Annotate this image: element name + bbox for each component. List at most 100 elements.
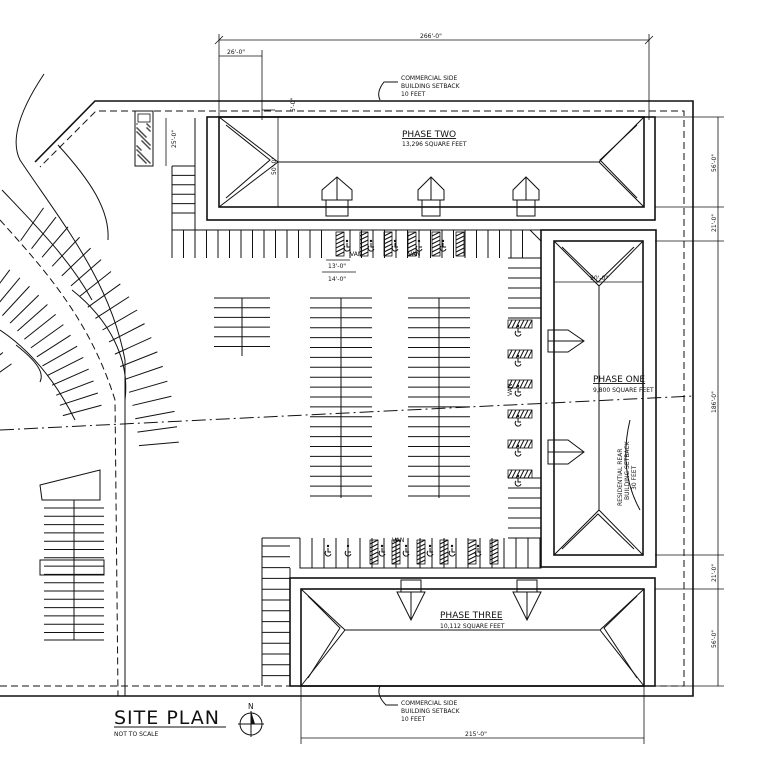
hatch <box>335 243 345 249</box>
curved-stall-line <box>138 441 179 447</box>
curved-stall-line <box>41 226 69 258</box>
accessible-symbol <box>516 444 520 448</box>
stipple-dot <box>143 142 145 144</box>
stipple-dot <box>137 132 139 134</box>
curved-stall-line <box>2 285 30 316</box>
curved-stall-line <box>95 296 130 319</box>
hatch <box>467 559 477 565</box>
stipple-dot <box>149 130 151 132</box>
hatch <box>439 555 449 561</box>
accessible-symbol <box>343 243 351 252</box>
accessible-symbol <box>450 544 454 548</box>
curved-stall-line <box>0 269 11 284</box>
curved-stall-line <box>36 334 71 358</box>
hatch <box>507 349 513 359</box>
phase-one-area: 9,800 SQUARE FEET <box>593 387 654 394</box>
hatch <box>519 319 525 329</box>
hatch <box>527 469 533 479</box>
hatch <box>416 543 426 549</box>
hatch <box>515 469 521 479</box>
hatch <box>515 349 521 359</box>
hatch <box>523 409 529 419</box>
hatch <box>431 239 441 245</box>
hatch <box>519 439 525 449</box>
accessible-symbol <box>514 358 522 367</box>
north-label: N <box>248 702 254 711</box>
accessible-symbol <box>514 448 522 457</box>
stipple-dot <box>148 147 150 149</box>
hatch <box>391 551 401 557</box>
svg-text:RESIDENTIAL REAR: RESIDENTIAL REAR <box>617 449 624 506</box>
stipple-dot <box>146 159 148 161</box>
stipple-dot <box>138 129 140 131</box>
hatch <box>467 555 477 561</box>
stipple-dot <box>139 156 141 158</box>
hatch <box>523 319 529 329</box>
stipple-dot <box>142 137 144 139</box>
hatch <box>527 349 533 359</box>
stipple-dot <box>144 143 146 145</box>
curved-stall-line <box>31 216 57 249</box>
curved-stall-line <box>17 304 48 332</box>
stipple-dot <box>149 126 151 128</box>
curved-stall-line <box>124 365 163 380</box>
hatch <box>335 231 345 237</box>
accessible-symbol <box>516 354 520 358</box>
curved-stall-line <box>0 363 12 373</box>
phase-three-name: PHASE THREE <box>440 611 503 621</box>
stipple-dot <box>140 135 142 137</box>
hatch <box>511 439 517 449</box>
stipple-dot <box>143 138 145 140</box>
hatch <box>335 251 345 257</box>
curved-stall-line <box>132 395 172 406</box>
stipple-dot <box>138 151 140 153</box>
curved-stall-line <box>102 309 138 331</box>
curved-stall-line <box>9 294 40 324</box>
hatch <box>383 239 393 245</box>
dim-stall-14: 14'-0" <box>328 276 346 283</box>
stipple-dot <box>141 158 143 160</box>
stipple-dot <box>138 133 140 135</box>
dim-bottom-width: 215'-0" <box>465 731 487 738</box>
accessible-symbol <box>516 474 520 478</box>
stipple-dot <box>138 147 140 149</box>
hatch <box>515 319 521 329</box>
curved-stall-line <box>135 410 175 420</box>
stipple-dot <box>137 154 139 156</box>
stipple-dot <box>142 133 144 135</box>
curved-stall-line <box>114 337 152 355</box>
accessible-symbol <box>476 544 480 548</box>
phase-two-entry-towers <box>321 176 540 217</box>
hatch <box>407 239 417 245</box>
hatch <box>369 551 379 557</box>
stipple-dot <box>137 146 139 148</box>
curved-stall-line <box>47 357 84 376</box>
stipple-dot <box>137 128 139 130</box>
phase-three-entry-towers <box>396 579 542 622</box>
stipple-dot <box>144 135 146 137</box>
dim-right-middle: 186'-0" <box>711 391 718 413</box>
accessible-symbol <box>415 243 423 252</box>
dumpster-enclosure <box>134 110 154 167</box>
stipple-dot <box>139 152 141 154</box>
hatch <box>467 543 477 549</box>
hatch <box>523 469 529 479</box>
hatch <box>527 319 533 329</box>
hatch <box>407 231 417 237</box>
stipple-dot <box>136 127 138 129</box>
dim-right-top: 56'-0" <box>711 154 718 172</box>
accessible-symbol <box>404 544 408 548</box>
stipple-dot <box>140 153 142 155</box>
curved-stall-line <box>108 323 145 343</box>
hatch <box>359 239 369 245</box>
van-label: VAN <box>350 251 362 258</box>
hatch <box>489 543 499 549</box>
van-label: VAN <box>392 537 404 544</box>
phase-one-building: PHASE ONE 9,800 SQUARE FEET <box>540 229 657 568</box>
hatch <box>489 539 499 545</box>
stipple-dot <box>136 123 138 125</box>
drawing-title: SITE PLAN <box>114 707 220 729</box>
hatch <box>391 547 401 553</box>
hatch <box>369 539 379 545</box>
